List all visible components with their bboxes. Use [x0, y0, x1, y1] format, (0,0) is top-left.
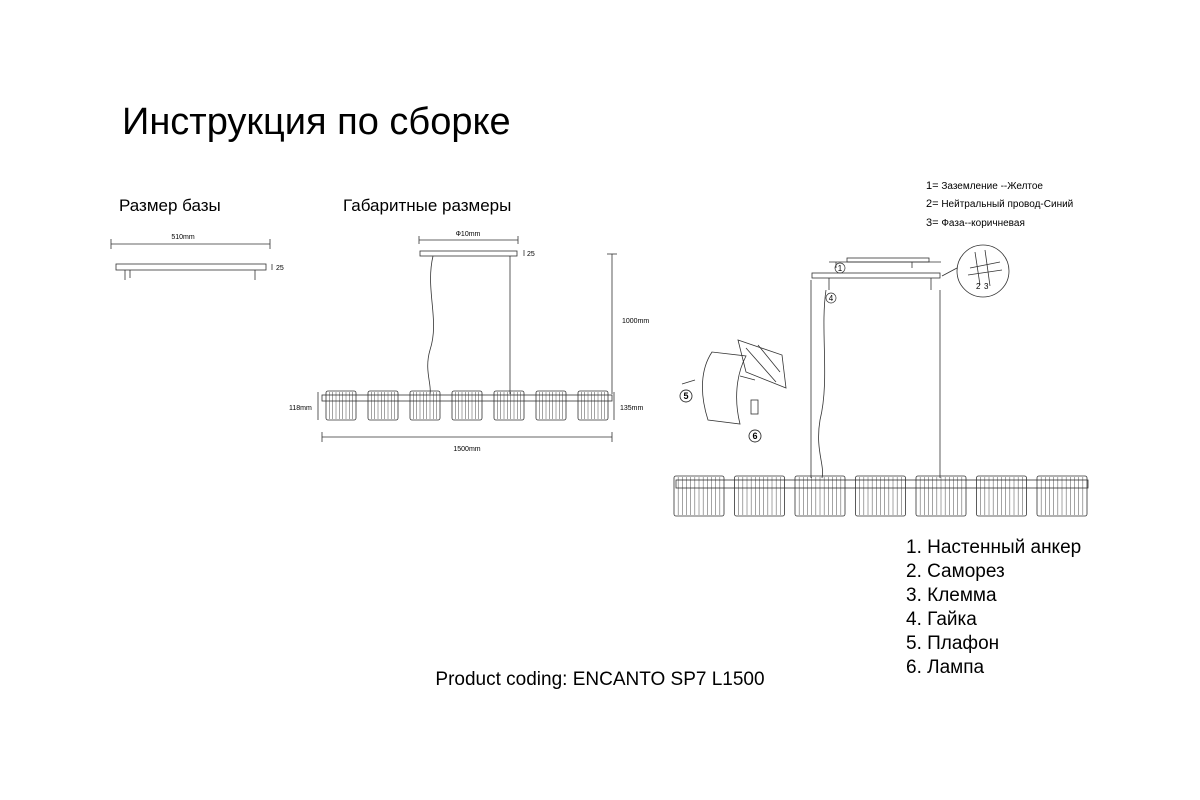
lamp-shade [1036, 475, 1088, 517]
wire-legend-ground: 1= Заземление --Желтое [926, 180, 1043, 193]
lamp-shade [367, 390, 399, 421]
wire-legend-phase: 3= Фаза--коричневая [926, 217, 1025, 230]
lamp-shade [577, 390, 609, 421]
terminal-block [969, 261, 1001, 269]
small-shades-row [325, 390, 609, 421]
large-shades-row [673, 475, 1088, 517]
callout-circle [834, 262, 846, 274]
assembly-drawing [675, 244, 1089, 489]
overall-dimensions-heading: Габаритные размеры [343, 196, 512, 215]
lamp-shade [325, 390, 357, 421]
shade-height-right-label: 135mm [620, 405, 644, 412]
wire-text: Нейтральный провод-Синий [941, 199, 1074, 210]
wire-legend-neutral: 2= Нейтральный провод-Синий [926, 198, 1073, 211]
terminal-block [967, 269, 1003, 276]
base-height-label: 25 [276, 265, 284, 272]
lamp-shade [493, 390, 525, 421]
callout-circle [825, 292, 837, 304]
callout-1: 1 [838, 264, 843, 273]
callout-2: 2 [976, 282, 981, 291]
bracket-rib [745, 347, 777, 383]
lamp-shade [794, 475, 846, 517]
total-length-label: 1500mm [453, 446, 480, 453]
screw-detail [681, 379, 696, 385]
bracket-rib [757, 344, 781, 373]
parts-list: 1. Настенный анкер 2. Саморез 3. Клемма … [906, 536, 1081, 680]
parts-list-item: 5. Плафон [906, 633, 1000, 654]
base-plate [115, 263, 267, 271]
lamp-shade [451, 390, 483, 421]
canopy [419, 250, 518, 257]
parts-list-item: 6. Лампа [906, 657, 985, 678]
callout-circle [679, 389, 693, 403]
assembly-power-cable [818, 289, 827, 479]
wire-line [984, 249, 991, 287]
shade-height-left-label: 118mm [289, 405, 312, 412]
product-coding: Product coding: ENCANTO SP7 L1500 [0, 669, 1200, 691]
terminal-detail-circle [956, 244, 1010, 298]
detail-pointer [941, 267, 958, 277]
parts-list-item: 2. Саморез [906, 561, 1005, 582]
power-cable [427, 255, 434, 395]
callout-3: 3 [984, 282, 989, 291]
canopy-height-label: 25 [527, 251, 535, 258]
lamp-shade [855, 475, 906, 517]
fixing-screw [739, 375, 756, 381]
parts-list-item: 4. Гайка [906, 609, 977, 630]
wire-key: 3= [926, 217, 939, 229]
mounting-plate [846, 257, 930, 263]
wire-key: 1= [926, 180, 939, 192]
ceiling-canopy [811, 272, 941, 279]
lamp-detail [750, 399, 759, 415]
base-size-heading: Размер базы [119, 196, 221, 215]
light-bar [321, 394, 613, 402]
lamp-shade [915, 475, 967, 517]
assembly-light-bar [675, 479, 1089, 489]
base-size-drawing [110, 239, 273, 280]
lamp-shade [734, 475, 785, 517]
base-width-label: 510mm [171, 234, 195, 241]
drop-length-label: 1000mm [622, 318, 649, 325]
parts-list-item: 1. Настенный анкер [906, 537, 1082, 558]
shade-detail [702, 351, 747, 425]
callout-5: 5 [683, 391, 688, 401]
page-title: Инструкция по сборке [122, 101, 511, 143]
product-coding-text: Product coding: ENCANTO SP7 L1500 [435, 669, 765, 690]
lamp-shade [409, 390, 441, 421]
overall-dimensions-drawing [317, 236, 617, 442]
lamp-shade [673, 475, 725, 517]
callout-6: 6 [752, 431, 757, 441]
callouts: 1 4 5 6 2 3 [679, 262, 989, 443]
callout-circle [748, 429, 762, 443]
lamp-shade [976, 475, 1027, 517]
wire-text: Заземление --Желтое [941, 181, 1043, 192]
wire-text: Фаза--коричневая [941, 218, 1025, 229]
wire-key: 2= [926, 198, 939, 210]
wire-line [974, 251, 981, 286]
lamp-shade [535, 390, 567, 421]
parts-list-item: 3. Клемма [906, 585, 997, 606]
callout-4: 4 [829, 294, 834, 303]
shade-bracket-detail [737, 339, 787, 389]
canopy-width-label: Ф10mm [456, 231, 481, 238]
